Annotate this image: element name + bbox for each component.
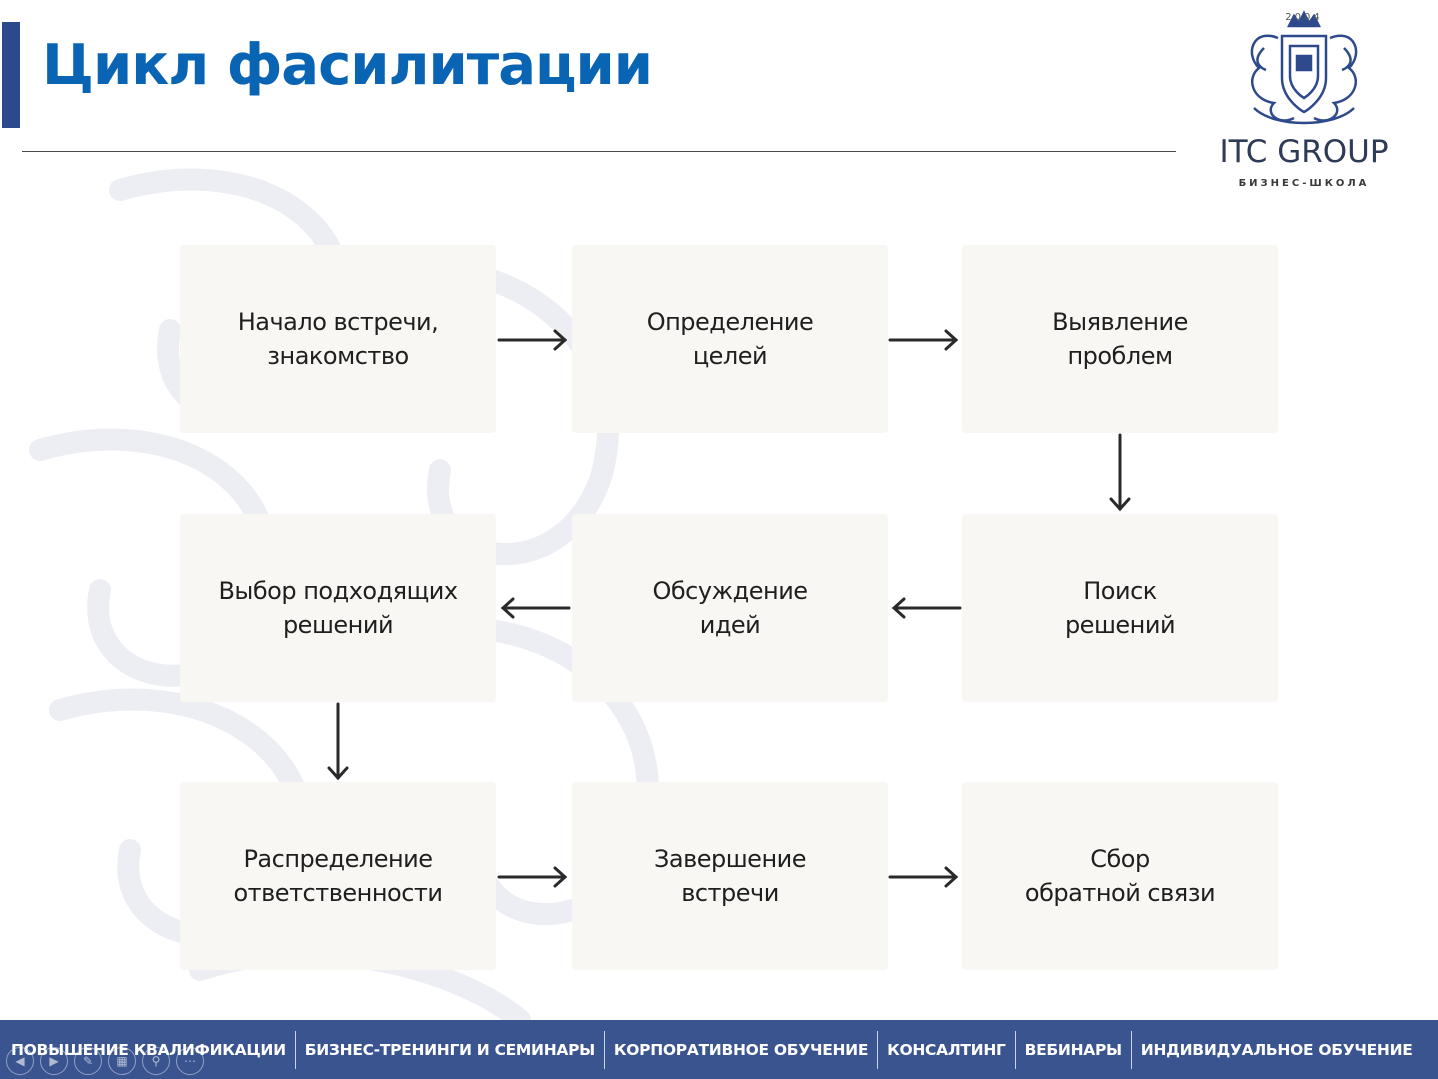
nav-item-consulting[interactable]: КОНСАЛТИНГ: [877, 1030, 1014, 1069]
title-accent-bar: [2, 22, 20, 128]
step-box: Сбор обратной связи: [962, 782, 1278, 970]
arrow-right-icon: [497, 329, 568, 351]
step-box: Завершение встречи: [572, 782, 888, 970]
arrow-right-icon: [888, 866, 959, 888]
logo-year: 2004: [1285, 12, 1323, 23]
step-label: Обсуждение идей: [652, 577, 808, 639]
previous-slide-icon[interactable]: ◀: [6, 1047, 34, 1075]
company-logo: 2004 ITC GROUP БИЗНЕС-ШКОЛА: [1198, 8, 1410, 196]
step-label: Сбор обратной связи: [1024, 845, 1216, 907]
step-label: Выявление проблем: [1052, 308, 1188, 370]
page-title: Цикл фасилитации: [42, 33, 653, 98]
step-label: Поиск решений: [1064, 577, 1176, 639]
logo-crest-icon: [1250, 10, 1358, 125]
step-label: Определение целей: [646, 308, 814, 370]
nav-item-corporate[interactable]: КОРПОРАТИВНОЕ ОБУЧЕНИЕ: [603, 1030, 877, 1069]
logo-name: ITC GROUP: [1219, 134, 1389, 170]
step-box: Выявление проблем: [962, 245, 1278, 433]
step-box: Распределение ответственности: [180, 782, 496, 970]
zoom-icon[interactable]: ⚲: [142, 1047, 170, 1075]
nav-item-individual[interactable]: ИНДИВИДУАЛЬНОЕ ОБУЧЕНИЕ: [1130, 1030, 1422, 1069]
more-options-icon[interactable]: ⋯: [176, 1047, 204, 1075]
arrow-right-icon: [497, 866, 568, 888]
arrow-down-icon: [1109, 433, 1131, 512]
step-label: Завершение встречи: [653, 845, 807, 907]
pen-icon[interactable]: ✎: [74, 1047, 102, 1075]
arrow-down-icon: [327, 702, 349, 781]
step-box: Определение целей: [572, 245, 888, 433]
step-box: Поиск решений: [962, 514, 1278, 702]
step-box: Обсуждение идей: [572, 514, 888, 702]
arrow-left-icon: [500, 597, 571, 619]
arrow-right-icon: [888, 329, 959, 351]
title-divider: [22, 151, 1176, 152]
logo-subtitle: БИЗНЕС-ШКОЛА: [1238, 178, 1370, 189]
nav-item-webinars[interactable]: ВЕБИНАРЫ: [1014, 1030, 1131, 1069]
step-box: Выбор подходящих решений: [180, 514, 496, 702]
step-label: Начало встречи, знакомство: [237, 308, 439, 370]
nav-item-trainings[interactable]: БИЗНЕС-ТРЕНИНГИ И СЕМИНАРЫ: [294, 1030, 604, 1069]
step-label: Выбор подходящих решений: [218, 577, 458, 639]
arrow-left-icon: [891, 597, 962, 619]
step-label: Распределение ответственности: [233, 845, 443, 907]
next-slide-icon[interactable]: ▶: [40, 1047, 68, 1075]
step-box: Начало встречи, знакомство: [180, 245, 496, 433]
footer-navigation: ПОВЫШЕНИЕ КВАЛИФИКАЦИИ БИЗНЕС-ТРЕНИНГИ И…: [0, 1020, 1438, 1079]
presentation-controls: ◀ ▶ ✎ ▦ ⚲ ⋯: [6, 1047, 204, 1075]
slides-grid-icon[interactable]: ▦: [108, 1047, 136, 1075]
